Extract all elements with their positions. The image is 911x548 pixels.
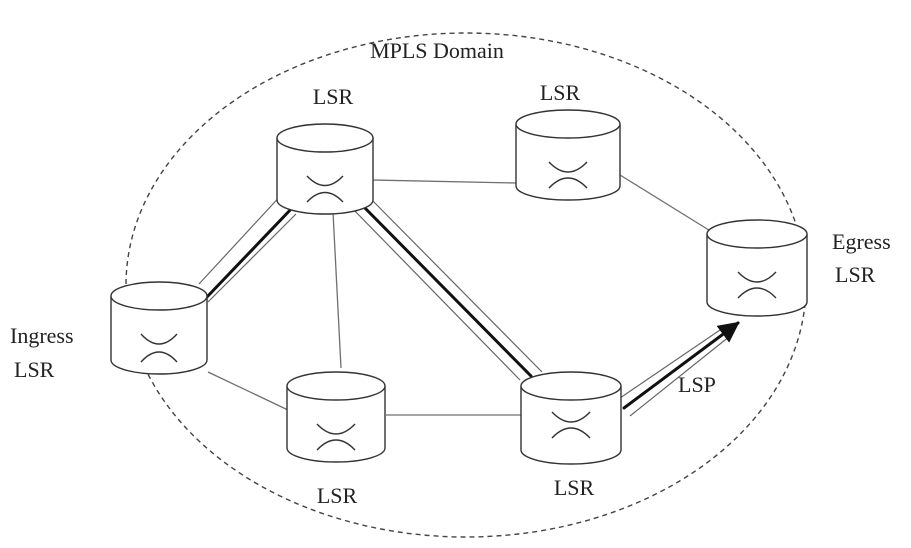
router-egress-top xyxy=(706,219,808,249)
router-top-right xyxy=(515,109,621,201)
link-top-right-to-egress xyxy=(619,174,713,233)
router-top-left xyxy=(276,123,374,215)
lsp-segment-top-left-to-bottom-right xyxy=(357,200,533,378)
bottom-right-router-label: LSR xyxy=(554,475,595,500)
egress-label-line1: Egress xyxy=(832,229,891,254)
router-bottom-right-top xyxy=(520,371,622,401)
link-bottom-right-to-egress-b xyxy=(629,335,731,417)
switch-icon xyxy=(737,271,777,299)
switch-icon xyxy=(306,175,344,203)
link-top-left-to-top-right xyxy=(371,179,517,184)
ingress-label-line2: LSR xyxy=(14,357,55,382)
switch-icon xyxy=(551,411,591,439)
links xyxy=(198,174,731,417)
router-top-right-top xyxy=(515,109,621,139)
lsp-segment-bottom-right-to-egress xyxy=(622,321,740,410)
mpls-domain-boundary xyxy=(125,32,807,538)
bottom-left-router-label: LSR xyxy=(317,483,358,508)
link-ingress-to-top-left-a xyxy=(198,191,285,285)
switch-icon xyxy=(316,423,356,451)
router-egress xyxy=(706,219,808,317)
switch-icon xyxy=(548,161,588,189)
router-ingress xyxy=(110,281,208,375)
lsp-label: LSP xyxy=(678,372,716,397)
link-top-left-to-bottom-right-a xyxy=(365,193,543,373)
link-top-left-to-bottom-left xyxy=(332,211,342,369)
top-right-router-label: LSR xyxy=(540,80,581,105)
router-bottom-left-top xyxy=(286,371,386,401)
ingress-label-line1: Ingress xyxy=(10,323,74,348)
router-bottom-right xyxy=(520,371,622,465)
link-bottom-right-to-egress-a xyxy=(619,329,721,399)
lsp-path xyxy=(204,200,740,410)
top-left-router-label: LSR xyxy=(313,84,354,109)
lsp-segment-ingress-to-top-left xyxy=(204,204,296,300)
router-bottom-left xyxy=(286,371,386,463)
link-ingress-to-top-left-b xyxy=(207,213,297,303)
switch-icon xyxy=(140,333,178,363)
domain-label: MPLS Domain xyxy=(370,38,504,63)
link-top-left-to-bottom-right-b xyxy=(351,207,521,381)
egress-label-line2: LSR xyxy=(835,262,876,287)
router-top-left-top xyxy=(276,123,374,153)
router-ingress-top xyxy=(110,281,208,311)
link-ingress-to-bottom-left xyxy=(207,371,289,411)
